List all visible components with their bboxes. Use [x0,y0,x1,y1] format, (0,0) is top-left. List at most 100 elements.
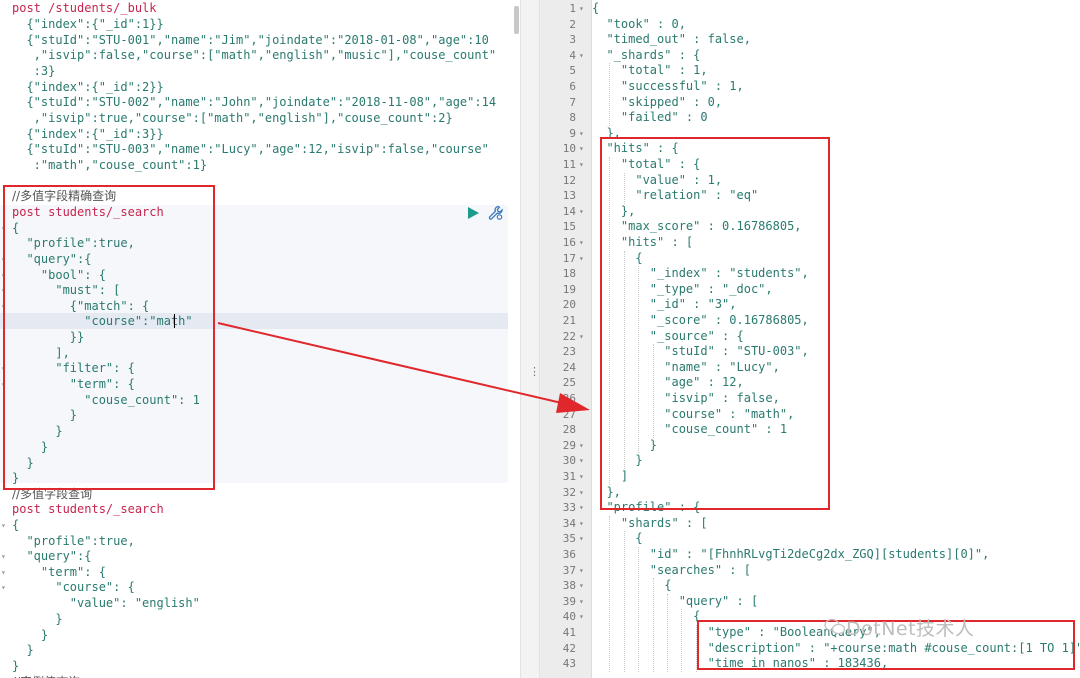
line-number: 33 [562,501,576,515]
fold-toggle-icon[interactable]: ▾ [1,583,6,592]
line-number: 38 [562,579,576,593]
line-number: 26 [562,392,576,405]
line-number: 8 [569,111,576,125]
line-number: 37 [562,563,576,577]
line-number: 17 [562,251,576,265]
request-editor[interactable]: post /students/_bulk {"index":{"_id":1}}… [0,0,520,678]
fold-toggle-icon[interactable]: ▾ [1,552,6,561]
fold-toggle-icon[interactable]: ▾ [579,238,584,247]
editor-line: "course": { [12,580,135,594]
response-line: "description" : "+course:math #couse_cou… [592,640,1080,655]
annotation-box-request [3,185,215,490]
editor-line: //实例值查询 [12,675,80,678]
editor-line: }} [12,330,85,344]
fold-toggle-icon[interactable]: ▾ [579,206,584,216]
line-number: 21 [562,314,576,327]
response-line: { [592,531,643,546]
response-line: "took" : 0, [592,16,686,31]
editor-line: } [12,659,20,673]
response-line: "_id" : "3", [592,297,737,312]
line-number: 34 [562,516,576,530]
fold-toggle-icon[interactable]: ▾ [579,160,584,169]
editor-line: "query":{ [12,252,92,266]
response-line: "value" : 1, [592,172,723,187]
line-number: 32 [562,485,576,499]
line-number: 2 [569,17,576,31]
editor-line: post students/_search [12,502,164,516]
response-line: "name" : "Lucy", [592,359,780,374]
fold-toggle-icon[interactable]: ▾ [579,534,584,544]
annotation-box-profile [697,620,1075,670]
editor-line: {"index":{"_id":3}} [12,127,164,141]
fold-toggle-icon[interactable]: ▾ [579,50,584,60]
fold-toggle-icon[interactable]: ▾ [579,253,584,263]
editor-line: //多值字段精确查询 [12,189,117,203]
line-number: 6 [569,80,576,93]
line-number: 39 [562,594,576,608]
response-line: "hits" : [ [592,235,694,249]
indent-guide [652,344,654,438]
line-number: 30 [562,454,576,468]
line-number: 35 [562,532,576,546]
fold-toggle-icon[interactable]: ▾ [579,596,584,606]
editor-line: "filter": { [12,361,135,375]
response-line: } [592,453,643,468]
wrench-icon[interactable] [488,205,504,221]
line-number: 24 [562,360,576,374]
editor-line: "course":"math" [12,314,193,328]
indent-guide [695,625,697,672]
response-line: "id" : "[FhnhRLvgTi2deCg2dx_ZGQ][student… [592,547,990,561]
fold-toggle-icon[interactable]: ▾ [579,487,584,497]
line-number: 1 [569,2,576,15]
fold-toggle-icon[interactable]: ▾ [579,472,584,481]
response-line: { [592,609,701,624]
fold-toggle-icon[interactable]: ▾ [579,612,584,622]
response-line: }, [592,125,621,140]
line-number: 20 [562,298,576,312]
fold-toggle-icon[interactable]: ▾ [579,518,584,528]
line-number: 3 [569,33,576,47]
fold-toggle-icon[interactable]: ▾ [579,144,584,154]
play-icon[interactable] [466,206,480,220]
editor-line: "bool": { [12,268,106,282]
response-line: "successful" : 1, [592,79,744,93]
response-line: { [592,1,600,15]
editor-line: {"stuId":"STU-002","name":"John","joinda… [12,95,497,109]
response-line: "shards" : [ [592,515,708,530]
fold-toggle-icon[interactable]: ▾ [579,456,584,466]
line-number: 10 [562,142,576,156]
editor-line: {"stuId":"STU-003","name":"Lucy","age":1… [12,142,489,156]
watermark-text: DotNet技术人 [846,618,975,640]
line-number: 22 [562,329,576,343]
response-line: "skipped" : 0, [592,94,723,109]
editor-line: { [12,221,20,235]
fold-toggle-icon[interactable]: ▾ [579,128,584,138]
fold-toggle-icon[interactable]: ▾ [1,521,6,530]
line-number: 28 [562,423,576,437]
fold-toggle-icon[interactable]: ▾ [579,440,584,450]
line-number: 19 [562,282,576,296]
wechat-icon [824,618,846,635]
response-line: "_score" : 0.16786805, [592,313,809,327]
editor-line: } [12,471,20,485]
editor-scrollbar[interactable] [514,6,519,34]
fold-toggle-icon[interactable]: ▾ [1,568,6,577]
line-number: 36 [562,548,576,561]
response-line: "couse_count" : 1 [592,422,788,437]
editor-line: "query":{ [12,549,92,563]
fold-toggle-icon[interactable]: ▾ [579,565,584,575]
line-number: 9 [569,126,576,140]
response-line: "time_in_nanos" : 183436, [592,656,889,671]
fold-toggle-icon[interactable]: ▾ [579,503,584,513]
response-line: "_type" : "_doc", [592,281,773,296]
line-number: 12 [562,173,576,187]
pane-resize-handle[interactable]: ⋮ [520,0,540,678]
editor-line: "profile":true, [12,534,135,548]
line-number: 23 [562,345,576,359]
fold-toggle-icon[interactable]: ▾ [579,331,584,341]
line-number: 4 [569,48,576,62]
fold-toggle-icon[interactable]: ▾ [579,581,584,591]
fold-toggle-icon[interactable]: ▾ [579,4,584,13]
